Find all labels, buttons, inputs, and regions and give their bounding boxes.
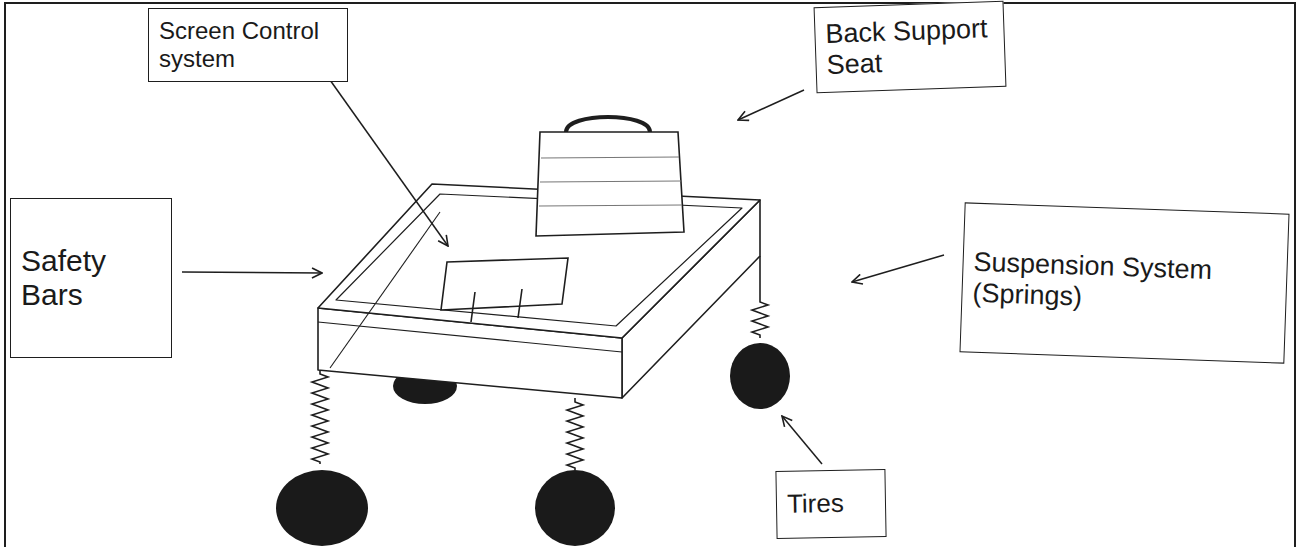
tire [730, 343, 790, 409]
page-frame [5, 3, 1295, 547]
seat-line [539, 157, 682, 206]
safety-bar [330, 212, 440, 368]
spring [567, 398, 583, 470]
safety-bar [318, 322, 622, 352]
screen-stand [471, 289, 522, 322]
screen [441, 258, 568, 310]
label-box: Screen Control system [148, 8, 348, 82]
label-text: Screen Control system [159, 17, 337, 72]
label-box: Suspension System (Springs) [959, 202, 1289, 363]
leader-arrow [182, 272, 322, 273]
label-box: Back Support Seat [814, 1, 1007, 94]
label-text: Tires [787, 488, 876, 519]
leader-arrow [782, 416, 822, 464]
label-text: Back Support Seat [825, 13, 995, 81]
screen-control [441, 258, 568, 322]
label-text: Suspension System (Springs) [972, 247, 1277, 320]
tire [535, 470, 615, 546]
leader-arrow [852, 255, 944, 282]
seat-handle [566, 117, 650, 132]
leader-arrow [330, 80, 448, 246]
spring [312, 370, 328, 464]
tire [276, 470, 368, 546]
label-box: Safety Bars [10, 198, 172, 358]
back-support-seat [536, 117, 684, 236]
spring [752, 256, 768, 338]
label-box: Tires [775, 469, 886, 539]
label-text: Safety Bars [21, 244, 161, 313]
leader-arrow [738, 90, 804, 120]
seat-back [536, 132, 684, 236]
leader-lines [182, 80, 944, 464]
